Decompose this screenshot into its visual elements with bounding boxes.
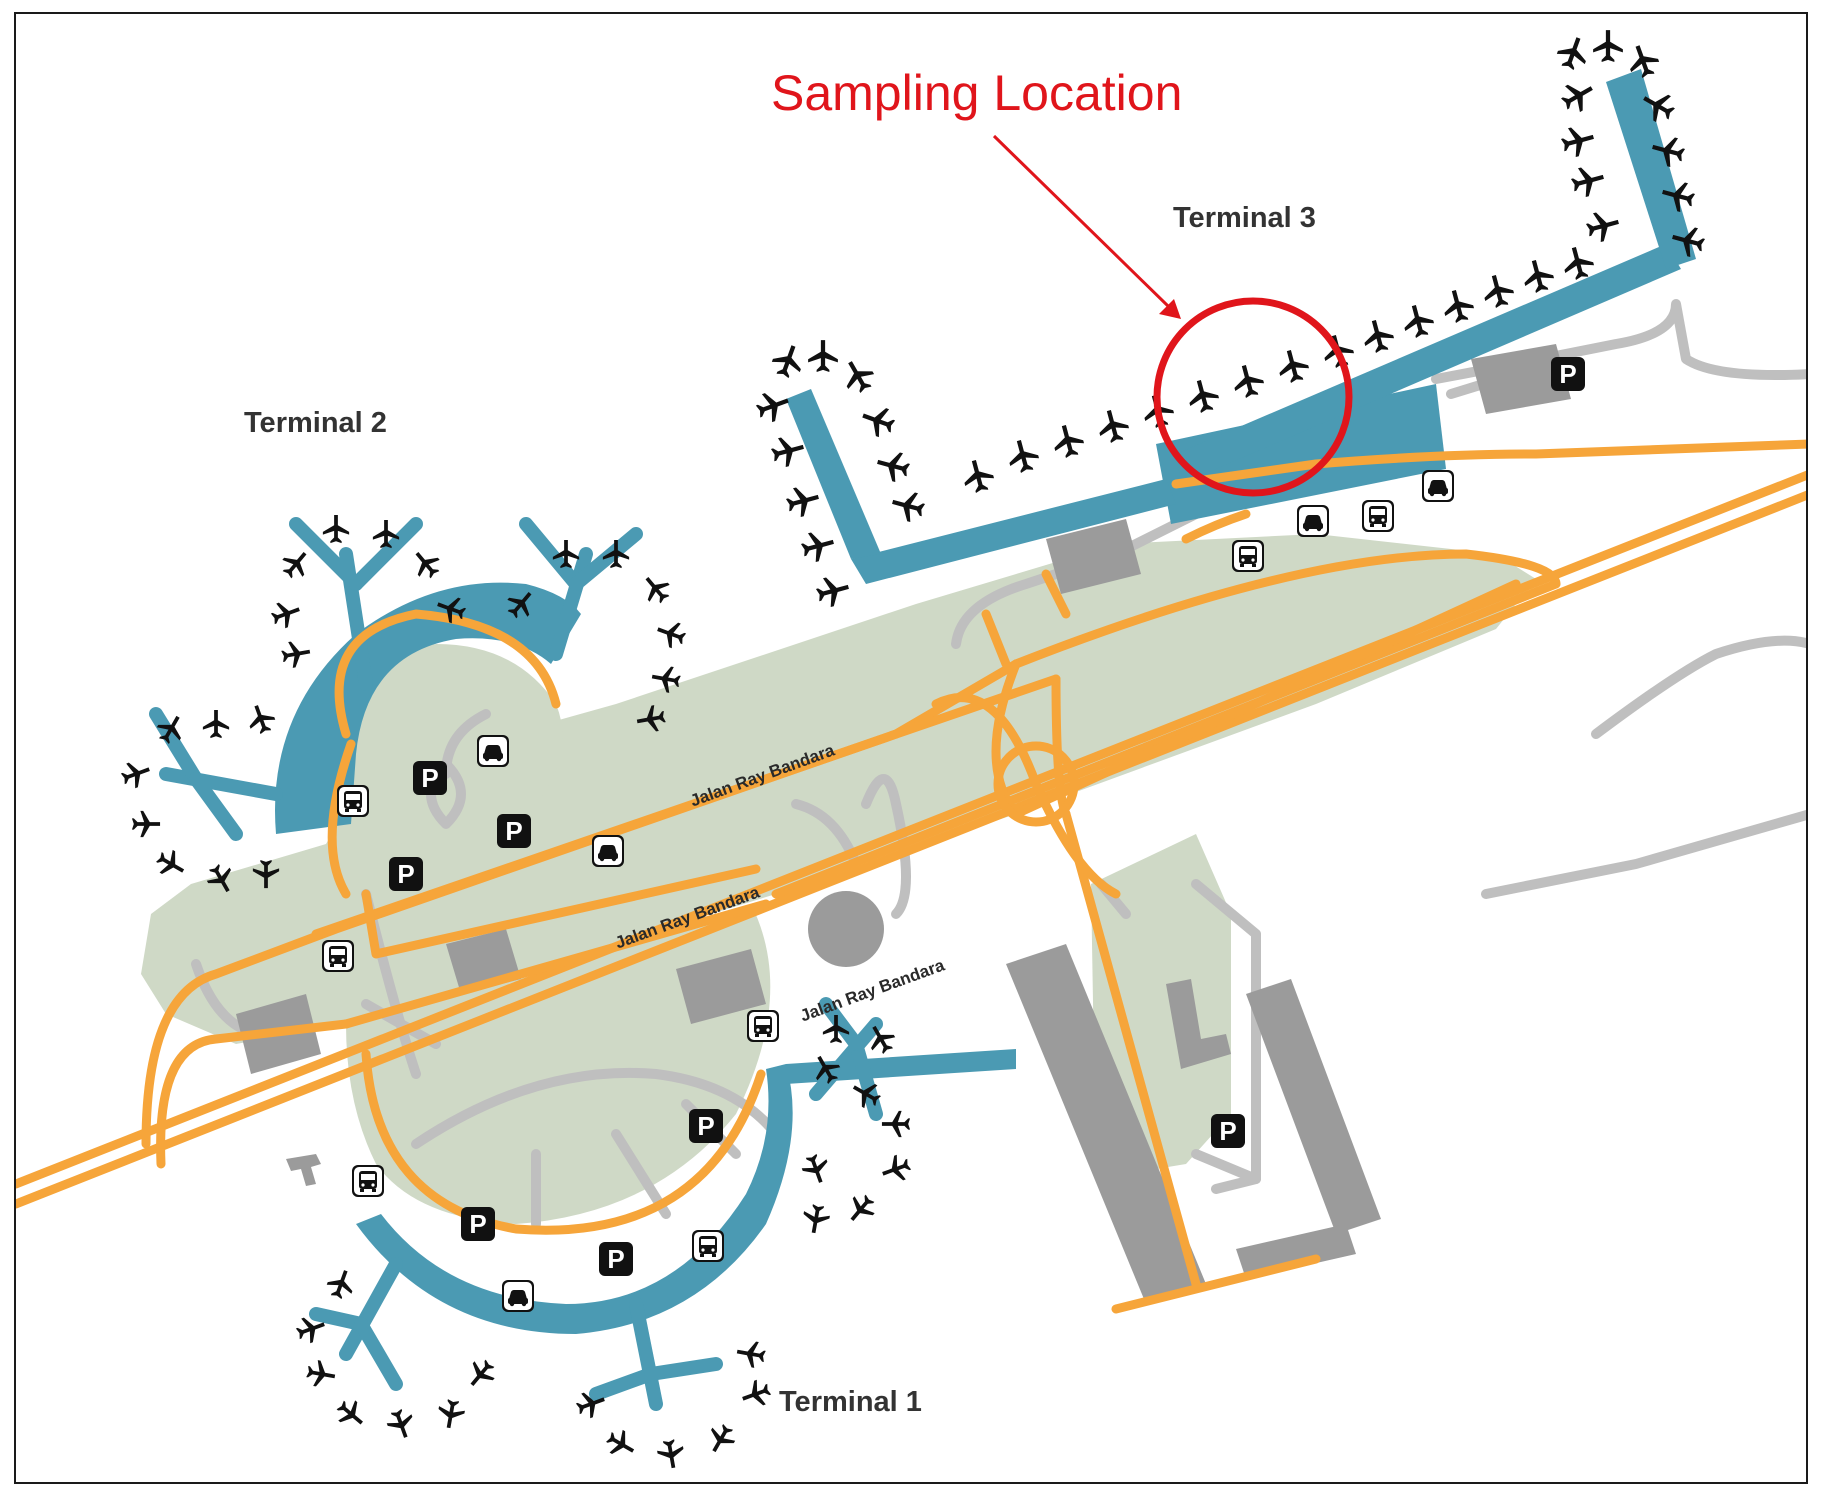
terminal3-pier-right <box>1176 244 1681 484</box>
terminal1-ground <box>346 904 771 1224</box>
airplane-icon <box>959 456 997 496</box>
airplane-icon <box>738 1376 774 1412</box>
terminal-3-label: Terminal 3 <box>1173 202 1316 234</box>
airplane-icon <box>435 1397 467 1431</box>
airplane-icon <box>1558 122 1598 160</box>
car-icon <box>1297 505 1329 537</box>
airplane-icon <box>702 1420 740 1458</box>
airplane-icon <box>323 1266 359 1302</box>
airplane-icon <box>1568 162 1608 200</box>
parking-icon: P <box>389 857 423 891</box>
airplane-icon <box>322 514 350 544</box>
airplane-icon <box>461 1354 501 1394</box>
sampling-location-title: Sampling Location <box>771 65 1183 121</box>
car-icon <box>477 735 509 767</box>
terminal3-pier-left-vertical <box>786 389 881 559</box>
bus-icon <box>337 785 369 817</box>
airplane-icon <box>406 544 446 584</box>
airplane-icon <box>655 1437 687 1471</box>
airplane-icon <box>798 1151 834 1187</box>
car-icon <box>502 1280 534 1312</box>
roads <box>16 439 1806 1314</box>
terminal3-pier-left <box>851 479 1176 584</box>
terminal3-pier-right-vertical <box>1606 69 1696 269</box>
airplane-icon <box>243 701 279 737</box>
airplane-icon <box>783 482 823 520</box>
airplane-icon <box>798 527 838 565</box>
sampling-location-circle <box>1153 297 1353 497</box>
airplane-icon <box>800 1202 832 1236</box>
terminal1-arc <box>356 1064 793 1334</box>
airplane-icon <box>768 432 808 470</box>
airplane-icon <box>653 616 689 652</box>
airplane-icon <box>881 1110 911 1138</box>
airplane-icon <box>1593 30 1623 62</box>
buildings <box>236 344 1571 1304</box>
airplane-icon <box>331 1394 371 1434</box>
bus-icon <box>1232 540 1264 572</box>
airplane-icon <box>202 709 230 739</box>
main-ground-strip <box>141 534 1536 1044</box>
airplane-icon <box>636 569 676 609</box>
airplane-icon <box>873 447 913 485</box>
airplane-icon <box>837 354 879 398</box>
bus-icon <box>692 1230 724 1262</box>
airplane-icon <box>888 487 928 525</box>
terminal-1-label: Terminal 1 <box>779 1386 922 1418</box>
parking-icon: P <box>461 1207 495 1241</box>
parking-icon: P <box>689 1109 723 1143</box>
airplane-icon <box>1556 75 1600 117</box>
airplane-icon <box>1229 361 1267 401</box>
map-canvas <box>16 30 1806 1471</box>
parking-icon: P <box>413 761 447 795</box>
bus-icon <box>322 940 354 972</box>
airplane-icon <box>1479 271 1517 311</box>
airplane-icon <box>813 572 853 610</box>
airplane-icon <box>1094 406 1132 446</box>
sampling-location-marker <box>992 134 1353 497</box>
airplane-icon <box>1553 32 1593 74</box>
airplane-icon <box>768 340 808 382</box>
airplane-icon <box>383 1406 419 1442</box>
airplane-icon <box>752 386 794 426</box>
airplane-icon <box>1049 421 1087 461</box>
parking-icon: P <box>599 1242 633 1276</box>
sampling-location-arrow-line <box>992 134 1170 308</box>
car-icon <box>1422 470 1454 502</box>
airplane-icon <box>602 1425 640 1463</box>
airplane-icon <box>857 401 899 441</box>
airplane-icon <box>268 596 304 632</box>
airplane-icon <box>1184 376 1222 416</box>
sampling-location-arrowhead <box>1159 299 1181 319</box>
airplane-icon <box>1359 316 1397 356</box>
airplane-icon <box>841 1189 881 1229</box>
airplane-icon <box>304 1358 338 1390</box>
bus-icon <box>747 1010 779 1042</box>
airplane-icon <box>279 638 313 670</box>
airplane-icon <box>152 845 190 883</box>
bus-icon <box>1362 500 1394 532</box>
parking-icon: P <box>1551 357 1585 391</box>
parking-icon: P <box>1211 1114 1245 1148</box>
airplane-icon <box>1519 256 1557 296</box>
airport-map: P P P P P P P P Terminal 3 Terminal 2 Te… <box>14 12 1808 1484</box>
airplane-icon <box>808 340 838 372</box>
airplane-icon <box>118 756 154 792</box>
airplane-icon <box>1439 286 1477 326</box>
airplane-icon <box>1399 301 1437 341</box>
car-icon <box>592 835 624 867</box>
airplane-icon <box>1583 207 1623 245</box>
parking-icon: P <box>497 814 531 848</box>
terminal-2-label: Terminal 2 <box>244 407 387 439</box>
airplane-icon <box>1274 346 1312 386</box>
airplane-icon <box>1004 436 1042 476</box>
airplane-icon <box>131 810 161 838</box>
airplane-icon <box>276 544 316 584</box>
bus-icon <box>352 1165 384 1197</box>
airplane-icon <box>878 1151 914 1187</box>
airplane-icon <box>734 1338 768 1370</box>
